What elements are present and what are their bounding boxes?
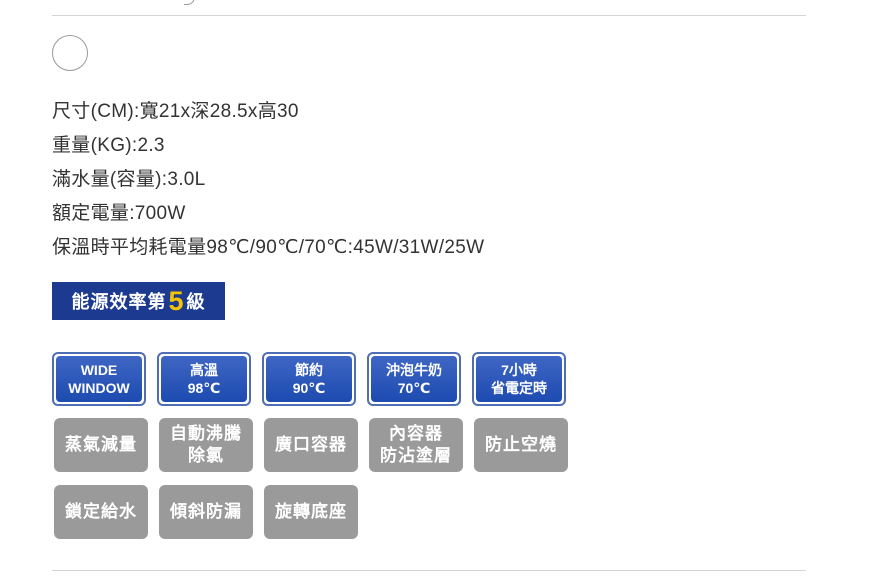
badge-line: 70℃ [397, 380, 431, 396]
badge-line: WIDE [80, 362, 118, 378]
badge-tilt-leak-proof: 傾斜防漏 [159, 485, 253, 539]
option-radio-button[interactable] [52, 35, 88, 71]
badge-line: 98℃ [187, 380, 221, 396]
energy-label-prefix: 能源效率第 [71, 292, 167, 312]
badge-wide-window: WIDE WINDOW [52, 352, 146, 406]
badge-steam-reduction: 蒸氣減量 [54, 418, 148, 472]
badge-line: 防止空燒 [485, 435, 557, 454]
badge-line: 內容器 [389, 424, 443, 443]
badge-rotating-base: 旋轉底座 [264, 485, 358, 539]
badge-line: 7小時 [501, 362, 537, 378]
badge-wide-mouth-container: 廣口容器 [264, 418, 358, 472]
badge-line: 省電定時 [491, 380, 547, 396]
badge-dry-boil-protection: 防止空燒 [474, 418, 568, 472]
top-divider [52, 15, 806, 16]
bottom-divider [52, 570, 806, 571]
badge-line: 除氯 [188, 446, 224, 465]
spec-keep-warm-power: 保溫時平均耗電量98℃/90℃/70℃:45W/31W/25W [52, 237, 485, 258]
badge-line: 自動沸騰 [170, 424, 242, 443]
spec-capacity: 滿水量(容量):3.0L [52, 169, 206, 190]
badge-high-temp-98: 高溫 98℃ [157, 352, 251, 406]
badge-line: 防沾塗層 [380, 446, 452, 465]
badge-line: 廣口容器 [275, 435, 347, 454]
badge-milk-70: 沖泡牛奶 70℃ [367, 352, 461, 406]
spec-dimensions: 尺寸(CM):寬21x深28.5x高30 [52, 101, 299, 122]
badge-line: 90℃ [292, 380, 326, 396]
badge-line: 傾斜防漏 [170, 502, 242, 521]
badge-7hr-timer: 7小時 省電定時 [472, 352, 566, 406]
spec-list: 尺寸(CM):寬21x深28.5x高30 重量(KG):2.3 滿水量(容量):… [52, 95, 484, 265]
energy-efficiency-label: 能源效率第 5 級 [52, 282, 225, 320]
badge-line: 沖泡牛奶 [386, 362, 442, 378]
energy-label-suffix: 級 [186, 292, 206, 312]
badge-nonstick-inner: 內容器 防沾塗層 [369, 418, 463, 472]
badge-line: 蒸氣減量 [65, 435, 137, 454]
badge-saving-90: 節約 90℃ [262, 352, 356, 406]
badge-line: 旋轉底座 [275, 502, 347, 521]
badge-line: WINDOW [68, 380, 130, 396]
spec-rated-power: 額定電量:700W [52, 203, 186, 224]
cropped-element-edge [184, 0, 195, 5]
badge-line: 節約 [295, 362, 323, 378]
badge-dispense-lock: 鎖定給水 [54, 485, 148, 539]
energy-grade-number: 5 [168, 285, 185, 316]
badge-auto-boil-dechlorine: 自動沸騰 除氯 [159, 418, 253, 472]
spec-weight: 重量(KG):2.3 [52, 135, 165, 156]
badge-line: 鎖定給水 [65, 502, 137, 521]
badge-line: 高溫 [190, 362, 218, 378]
